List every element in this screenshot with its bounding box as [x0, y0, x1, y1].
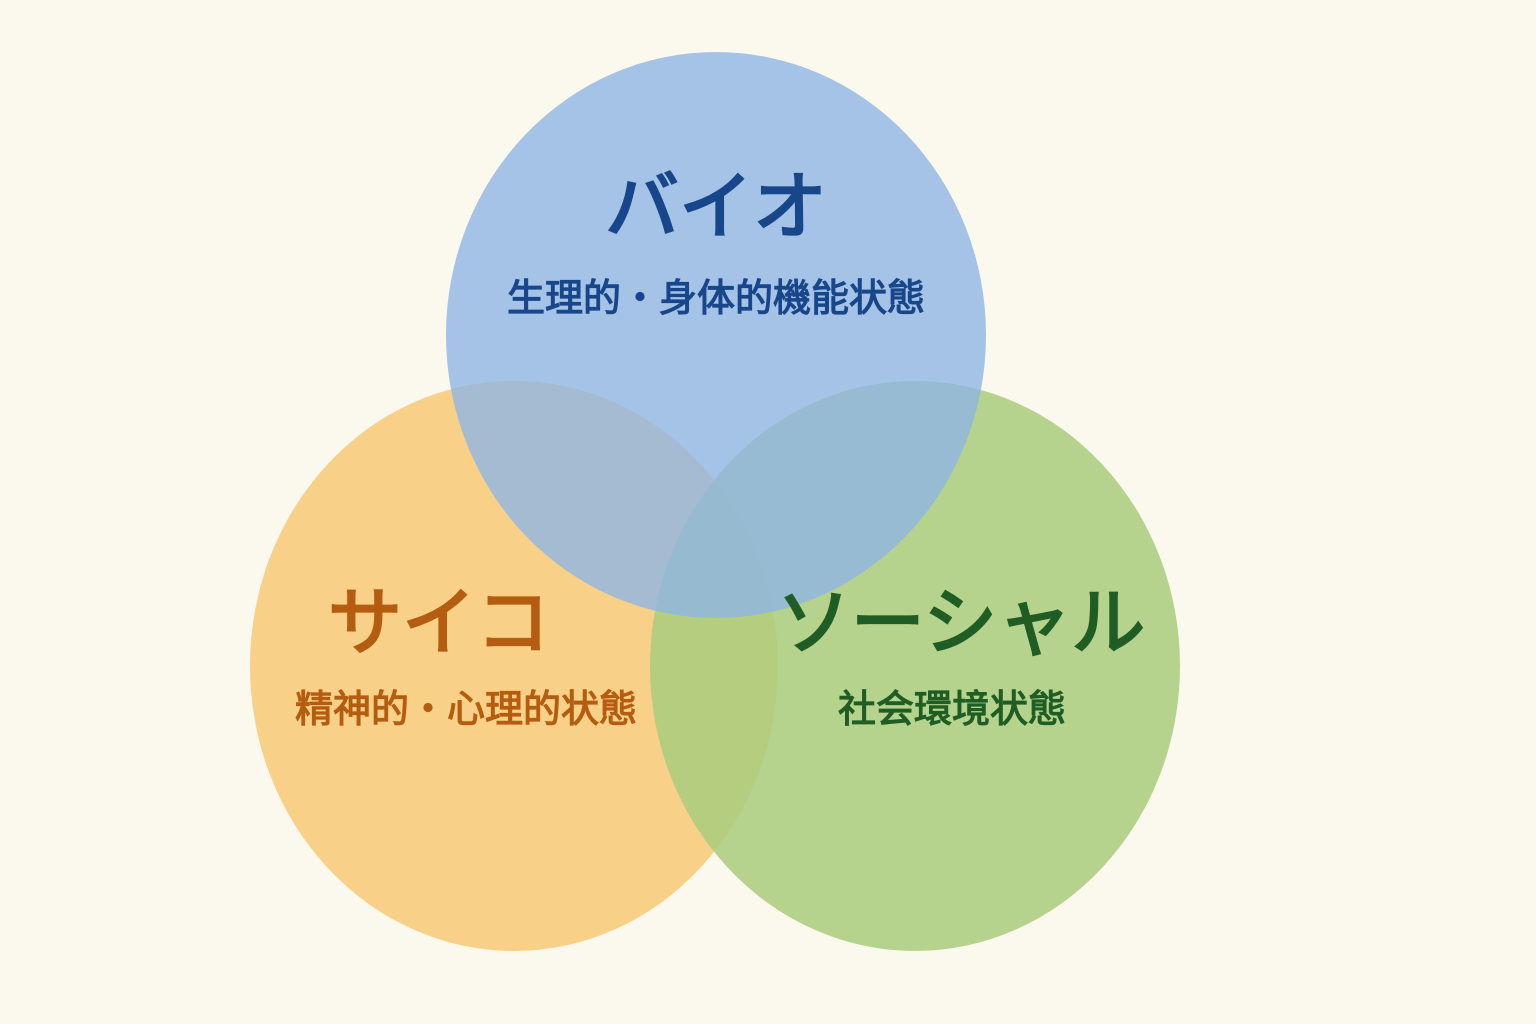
bio-subtitle: 生理的・身体的機能状態 [507, 276, 925, 320]
social-subtitle: 社会環境状態 [838, 687, 1066, 731]
bio-title: バイオ [605, 164, 827, 250]
social-title: ソーシャル [777, 580, 1146, 666]
circle-bio [446, 52, 986, 618]
psycho-subtitle: 精神的・心理的状態 [295, 687, 637, 731]
psycho-title: サイコ [328, 580, 550, 666]
